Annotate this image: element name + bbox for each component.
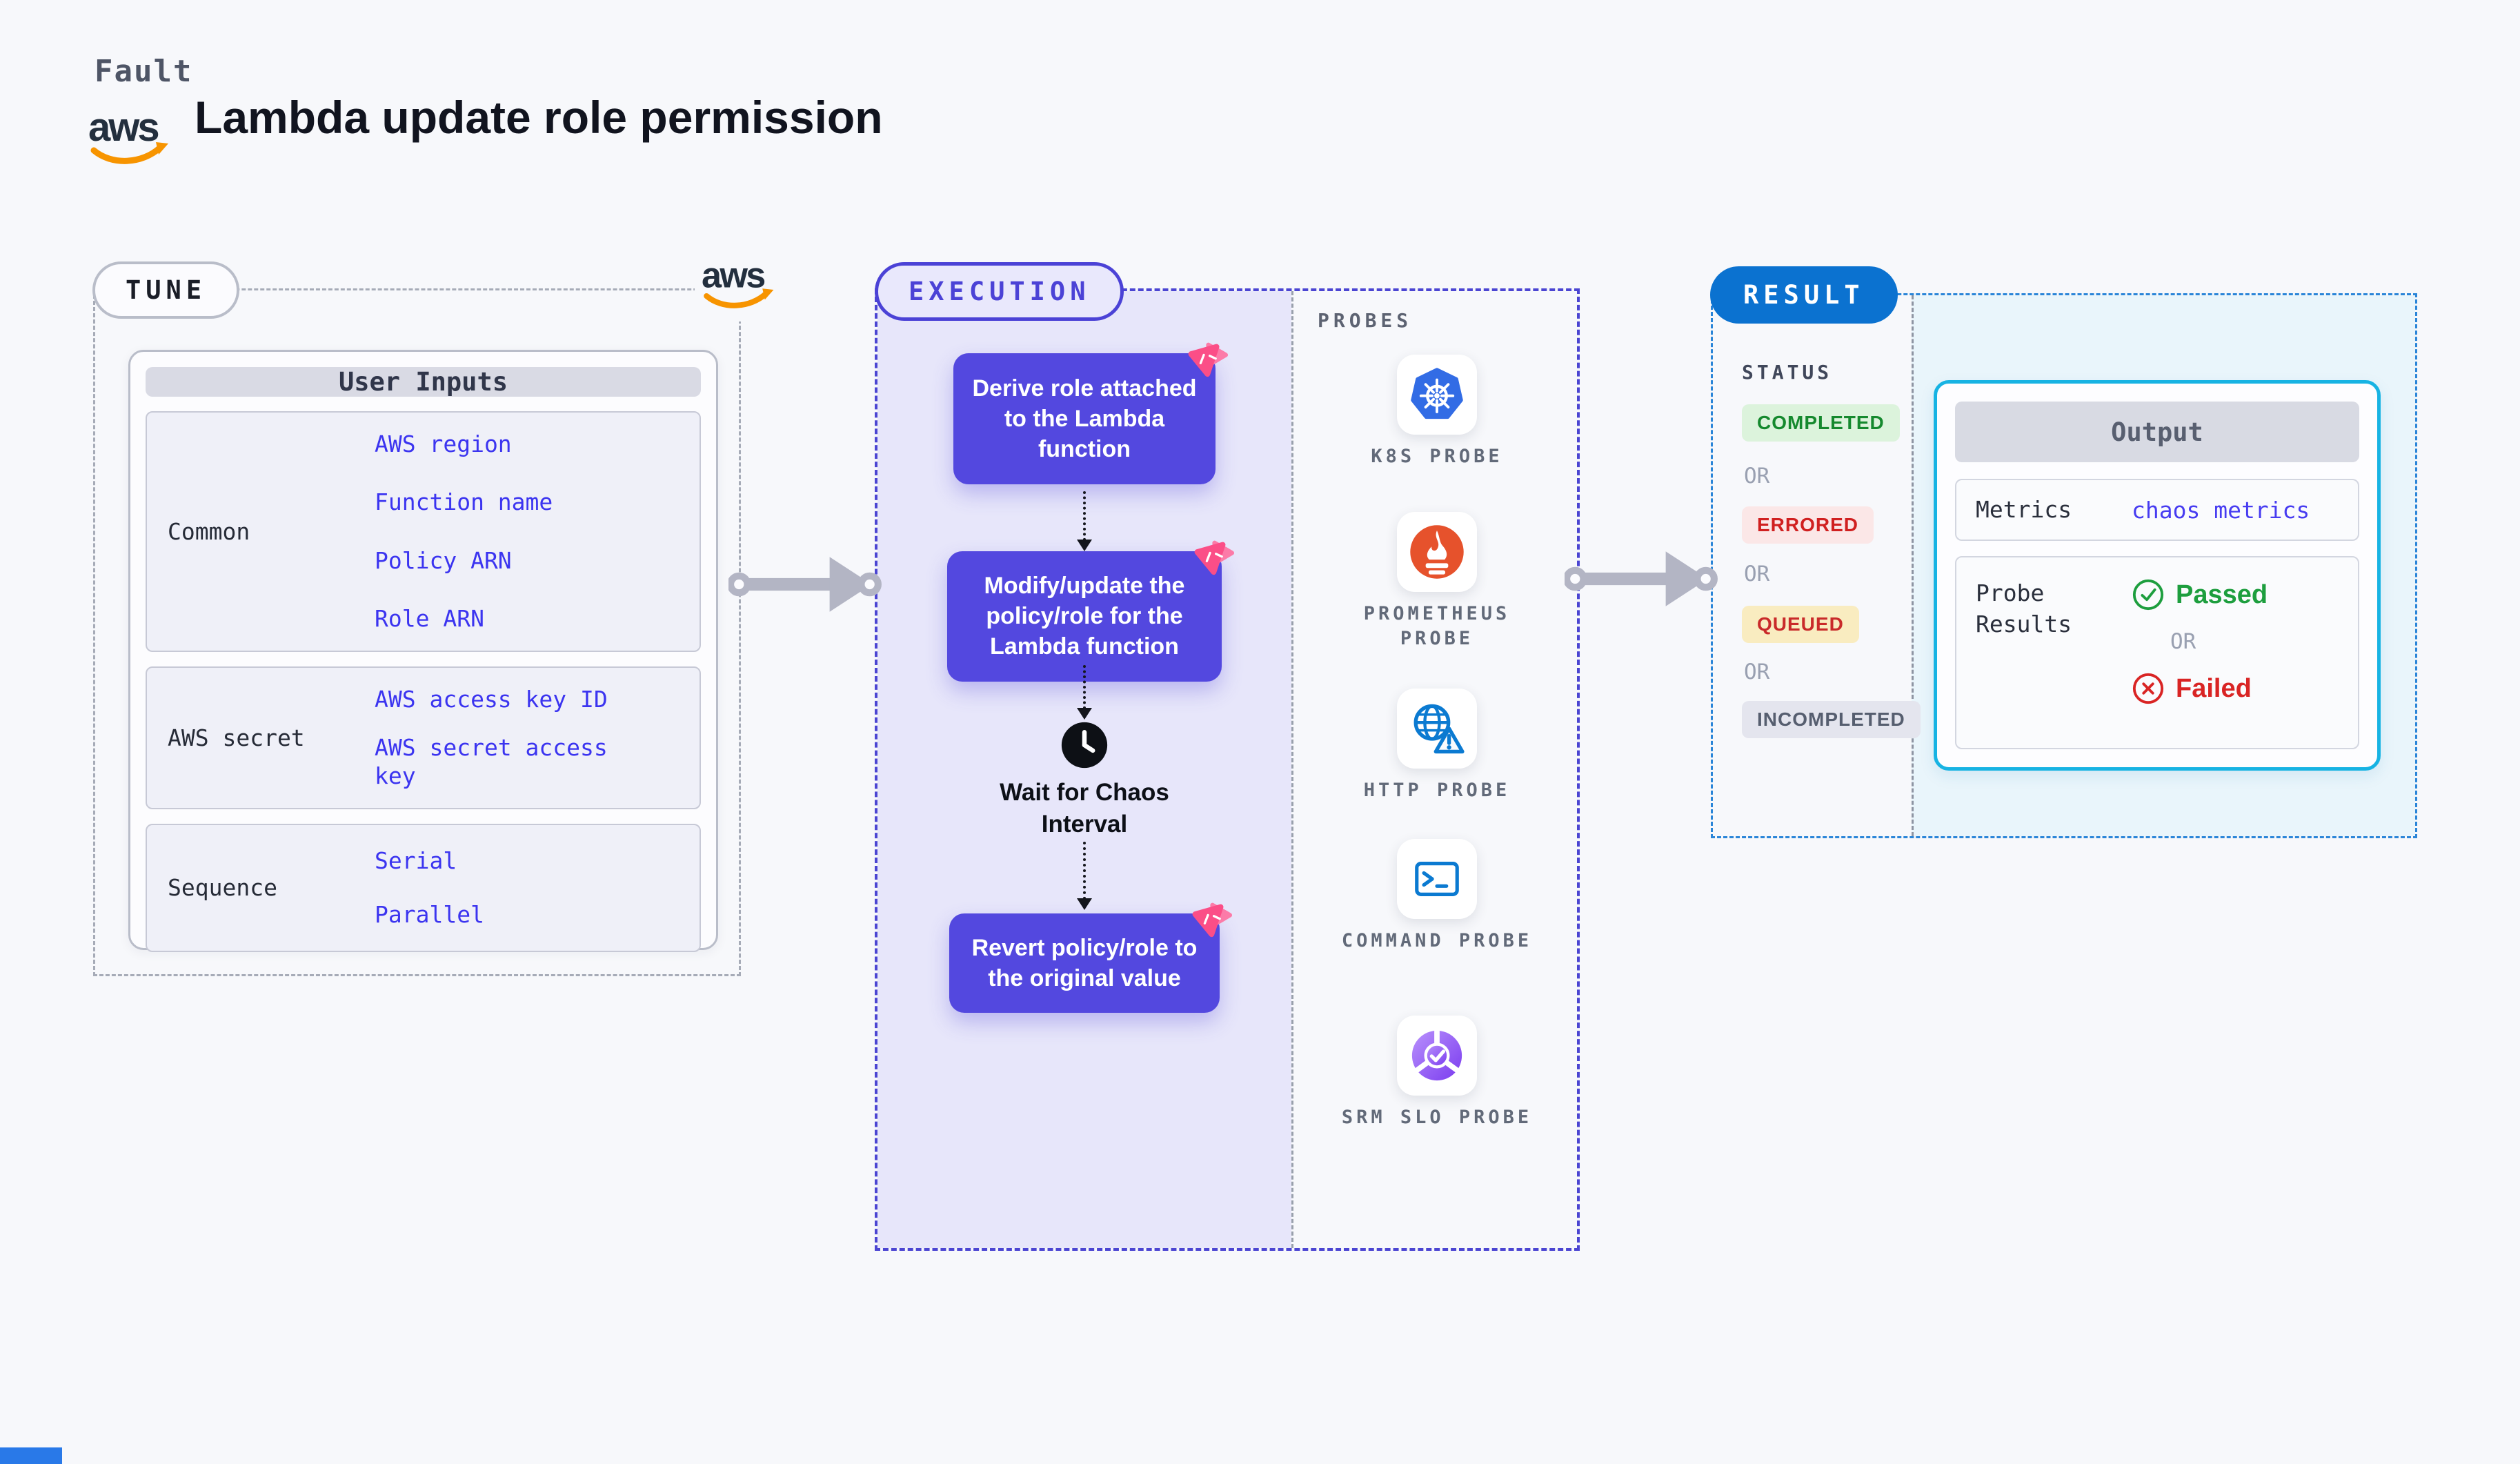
probes-title: PROBES <box>1318 309 1413 332</box>
metrics-label: Metrics <box>1976 495 2072 523</box>
probe-label: COMMAND PROBE <box>1341 930 1533 951</box>
aws-logo: aws <box>702 255 774 308</box>
probe-card <box>1397 689 1477 769</box>
passed-line: Passed <box>2132 578 2268 611</box>
wait-clock <box>1060 720 1109 773</box>
probes-divider <box>1291 291 1293 1248</box>
row-values: AWS access key ID AWS secret access key <box>375 686 651 790</box>
flow-arrow-icon <box>728 557 882 612</box>
chaos-metrics-link[interactable]: chaos metrics <box>2132 496 2310 524</box>
prometheus-icon <box>1410 525 1464 579</box>
status-badge: QUEUED <box>1742 606 1859 643</box>
probe-results-row: Probe Results Passed OR <box>1955 556 2359 749</box>
chaos-fault-icon <box>1192 902 1233 938</box>
result-section: RESULT STATUS COMPLETED OR ERRORED OR QU… <box>1710 266 2417 838</box>
input-link[interactable]: Role ARN <box>375 604 484 632</box>
input-link[interactable]: Policy ARN <box>375 546 512 574</box>
or-label: OR <box>2170 629 2196 654</box>
input-link[interactable]: Function name <box>375 488 553 516</box>
execution-section: EXECUTION Derive role attached to the La… <box>875 262 1583 1251</box>
step-label: Derive role attached to the Lambda funct… <box>972 375 1197 463</box>
probe-card <box>1397 512 1477 592</box>
table-row: Common AWS region Function name Policy A… <box>146 411 701 652</box>
probes-column: PROBES K8S PROBE <box>1291 291 1583 1248</box>
table-row: AWS secret AWS access key ID AWS secret … <box>146 666 701 809</box>
status-title: STATUS <box>1742 361 1833 384</box>
row-label: Sequence <box>168 874 277 902</box>
row-label: Common <box>168 518 250 545</box>
clock-icon <box>1061 722 1108 769</box>
probe-label: PROMETHEUS PROBE <box>1363 603 1511 650</box>
failed-label: Failed <box>2176 673 2252 703</box>
terminal-icon <box>1415 862 1459 896</box>
probe-card <box>1397 839 1477 919</box>
status-column: STATUS COMPLETED OR ERRORED OR QUEUED OR… <box>1713 295 1921 836</box>
or-label: OR <box>1744 562 1770 586</box>
fault-kicker: Fault <box>95 54 193 89</box>
aws-logo: aws <box>88 105 168 164</box>
step-box: Derive role attached to the Lambda funct… <box>953 342 1229 484</box>
metrics-row: Metrics chaos metrics <box>1955 479 2359 541</box>
step-label: Modify/update the policy/role for the La… <box>984 573 1185 660</box>
chaos-fault-icon <box>1188 342 1229 377</box>
connector-arrow <box>1077 491 1092 551</box>
status-badge: COMPLETED <box>1742 404 1900 442</box>
probe-results-values: Passed OR Failed <box>2132 578 2268 727</box>
row-label: AWS secret <box>168 724 305 751</box>
x-circle-icon <box>2132 673 2164 704</box>
input-link[interactable]: AWS secret access key <box>375 734 608 789</box>
flow-arrow-icon <box>1565 551 1718 606</box>
probe-results-label: Probe Results <box>1976 580 2072 637</box>
chaos-fault-icon <box>1194 540 1235 575</box>
tune-section: TUNE aws User Inputs Common AWS region F… <box>92 249 783 976</box>
wait-interval-label: Wait for Chaos Interval <box>1000 779 1169 838</box>
probe-label: SRM SLO PROBE <box>1341 1107 1533 1128</box>
or-label: OR <box>1744 464 1770 488</box>
probe-card <box>1397 355 1477 435</box>
result-section-pill: RESULT <box>1710 266 1898 324</box>
connector-arrow <box>1077 665 1092 720</box>
aws-logo-badge: aws <box>695 249 783 322</box>
status-badge: INCOMPLETED <box>1742 701 1921 738</box>
kubernetes-icon <box>1411 368 1463 419</box>
user-inputs-title: User Inputs <box>146 367 701 397</box>
status-badge: ERRORED <box>1742 506 1874 544</box>
probe-label: K8S PROBE <box>1371 446 1503 467</box>
bottom-left-blue-strip <box>0 1447 62 1464</box>
aws-logo-text: aws <box>702 255 764 295</box>
execution-section-pill: EXECUTION <box>875 262 1124 321</box>
row-values: AWS region Function name Policy ARN Role… <box>375 431 553 633</box>
row-values: Serial Parallel <box>375 843 484 933</box>
failed-line: Failed <box>2132 672 2268 705</box>
probe-card <box>1397 1016 1477 1096</box>
input-link[interactable]: Parallel <box>375 900 484 928</box>
input-link[interactable]: Serial <box>375 847 457 874</box>
step-box: Modify/update the policy/role for the La… <box>947 540 1235 682</box>
step-label: Revert policy/role to the original value <box>971 935 1198 992</box>
input-link[interactable]: AWS region <box>375 431 512 457</box>
passed-label: Passed <box>2176 580 2268 609</box>
output-card: Output Metrics chaos metrics Probe Resul… <box>1934 380 2381 771</box>
user-inputs-card: User Inputs Common AWS region Function n… <box>128 350 718 952</box>
connector-arrow <box>1077 842 1092 910</box>
check-circle-icon <box>2132 579 2164 611</box>
globe-warning-icon <box>1413 704 1465 754</box>
aws-logo-text: aws <box>88 105 158 150</box>
output-title: Output <box>1955 402 2359 462</box>
result-divider <box>1912 295 1914 836</box>
input-link[interactable]: AWS access key ID <box>375 686 608 713</box>
execution-flow: Derive role attached to the Lambda funct… <box>877 291 1291 1248</box>
slo-donut-check-icon <box>1411 1029 1462 1081</box>
tune-section-pill: TUNE <box>92 261 240 319</box>
or-label: OR <box>1744 660 1770 684</box>
probe-label: HTTP PROBE <box>1363 780 1511 801</box>
step-box: Revert policy/role to the original value <box>949 902 1233 1013</box>
page-title: Lambda update role permission <box>195 92 883 143</box>
table-row: Sequence Serial Parallel <box>146 823 701 952</box>
